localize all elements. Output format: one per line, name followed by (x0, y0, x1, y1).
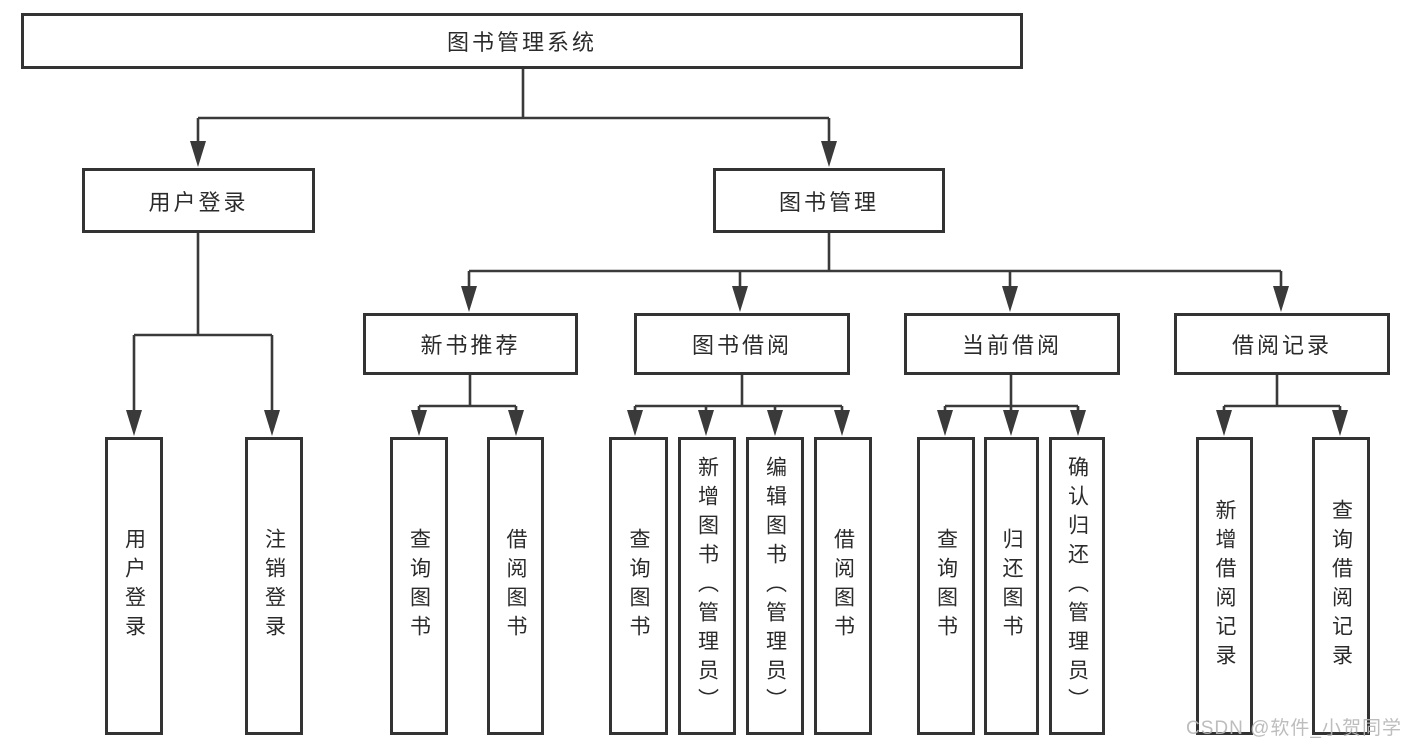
leaf-confirm-return-admin: 确认归还（管理员） (1049, 437, 1105, 735)
leaf-borrow-books-recommend: 借阅图书 (487, 437, 544, 735)
branch-book-borrowing (633, 374, 844, 414)
branch-root (196, 69, 831, 144)
node-user-login: 用户登录 (82, 168, 315, 233)
node-book-management: 图书管理 (713, 168, 945, 233)
branch-new-book-recommend (417, 374, 518, 414)
node-borrowing-records: 借阅记录 (1174, 313, 1390, 375)
leaf-query-borrow-record: 查询借阅记录 (1312, 437, 1370, 735)
leaf-logout: 注销登录 (245, 437, 303, 735)
leaf-query-books-current: 查询图书 (917, 437, 975, 735)
branch-current-borrowing (943, 374, 1080, 414)
node-library-management-system: 图书管理系统 (21, 13, 1023, 69)
node-new-book-recommend: 新书推荐 (363, 313, 578, 375)
leaf-return-books: 归还图书 (984, 437, 1039, 735)
csdn-watermark: CSDN @软件_小贺同学 (1186, 718, 1402, 739)
leaf-add-borrow-record: 新增借阅记录 (1196, 437, 1253, 735)
leaf-add-book-admin: 新增图书（管理员） (678, 437, 736, 735)
leaf-query-books-recommend: 查询图书 (390, 437, 448, 735)
branch-borrowing-records (1222, 374, 1342, 414)
leaf-query-books-borrowing: 查询图书 (609, 437, 668, 735)
node-book-borrowing: 图书借阅 (634, 313, 850, 375)
branch-book-management (467, 232, 1283, 290)
arrowheads (126, 141, 1348, 436)
branch-user-login (132, 232, 274, 414)
leaf-edit-book-admin: 编辑图书（管理员） (746, 437, 804, 735)
leaf-user-login: 用户登录 (105, 437, 163, 735)
leaf-borrow-books-borrowing: 借阅图书 (814, 437, 872, 735)
node-current-borrowing: 当前借阅 (904, 313, 1120, 375)
